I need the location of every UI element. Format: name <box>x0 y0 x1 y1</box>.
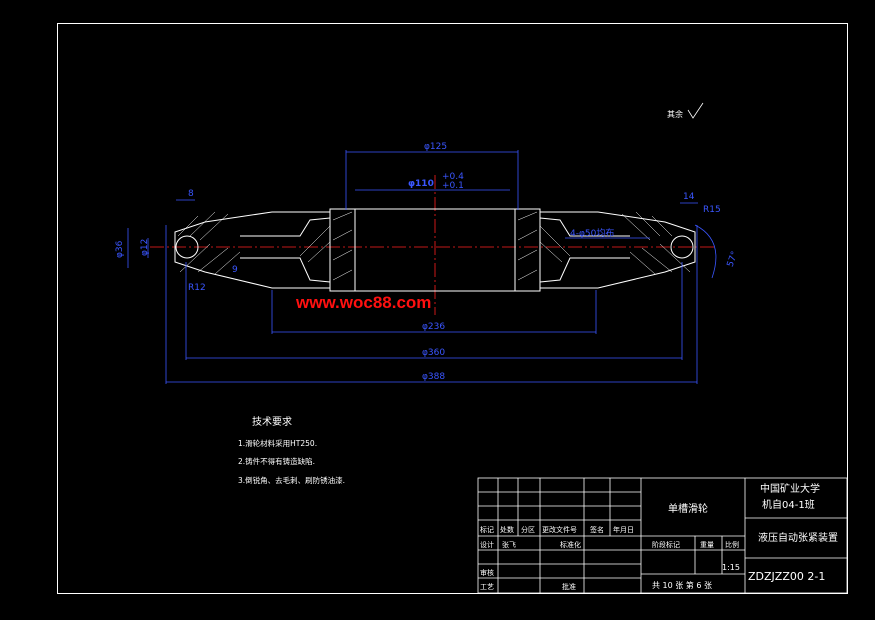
dim-d12: φ12 <box>140 239 150 256</box>
note-2: 2.铸件不得有铸造缺陷. <box>238 456 315 466</box>
process-label: 工艺 <box>480 583 494 591</box>
dim-d236: φ236 <box>422 322 445 332</box>
roughness-symbol-icon <box>687 102 704 119</box>
note-1: 1.滑轮材料采用HT250. <box>238 438 317 448</box>
watermark: www.woc88.com <box>295 293 431 312</box>
design-label: 设计 <box>480 540 494 549</box>
part-name: 单槽滑轮 <box>668 502 708 515</box>
dim-d36: φ36 <box>115 240 125 258</box>
standardize-label: 标准化 <box>560 540 581 549</box>
hdr-count: 处数 <box>500 525 514 534</box>
note-3: 3.倒锐角、去毛刺、刷防锈油漆. <box>238 475 345 485</box>
dim-tol-up: +0.4 <box>442 172 464 182</box>
hdr-mark: 标记 <box>480 525 494 534</box>
dim-w8: 8 <box>188 189 194 199</box>
weight-label: 重量 <box>700 541 714 549</box>
dim-d360: φ360 <box>422 348 445 358</box>
dim-a57: 57° <box>726 250 741 268</box>
scale-value: 1:15 <box>722 563 740 572</box>
dim-h9: 9 <box>232 265 238 275</box>
dim-tol-down: +0.1 <box>442 181 464 191</box>
drawing-number: ZDZJZZ00 2-1 <box>748 570 825 583</box>
hdr-sign: 签名 <box>590 525 604 534</box>
hdr-date: 年月日 <box>613 525 634 534</box>
review-label: 审核 <box>480 568 494 577</box>
drawing-border <box>57 23 848 594</box>
assembly-name: 液压自动张紧装置 <box>758 531 838 544</box>
approve-label: 批准 <box>562 582 576 591</box>
notes-heading: 技术要求 <box>252 415 292 428</box>
dim-holes: 4-φ50均布 <box>570 227 614 239</box>
hdr-file: 更改文件号 <box>542 525 577 534</box>
dimension-lines <box>127 150 717 384</box>
dim-r15: R15 <box>703 205 721 215</box>
dim-d125: φ125 <box>424 142 447 152</box>
section-hatching <box>177 211 691 281</box>
dim-d388: φ388 <box>422 372 445 382</box>
dim-d110: φ110 <box>408 179 434 189</box>
title-block-grid <box>477 477 848 594</box>
designer-name: 张飞 <box>502 540 516 549</box>
hdr-zone: 分区 <box>521 525 535 534</box>
dim-r12: R12 <box>188 283 206 293</box>
surface-note: 其余 <box>667 109 683 119</box>
sheet-count: 共 10 张 第 6 张 <box>652 580 712 590</box>
stage-mark-label: 阶段标记 <box>652 540 680 549</box>
class-name: 机自04-1班 <box>762 498 815 511</box>
pulley-section <box>174 208 696 292</box>
dim-w14: 14 <box>683 192 695 202</box>
school-name: 中国矿业大学 <box>760 482 820 495</box>
ratio-label: 比例 <box>725 540 739 549</box>
